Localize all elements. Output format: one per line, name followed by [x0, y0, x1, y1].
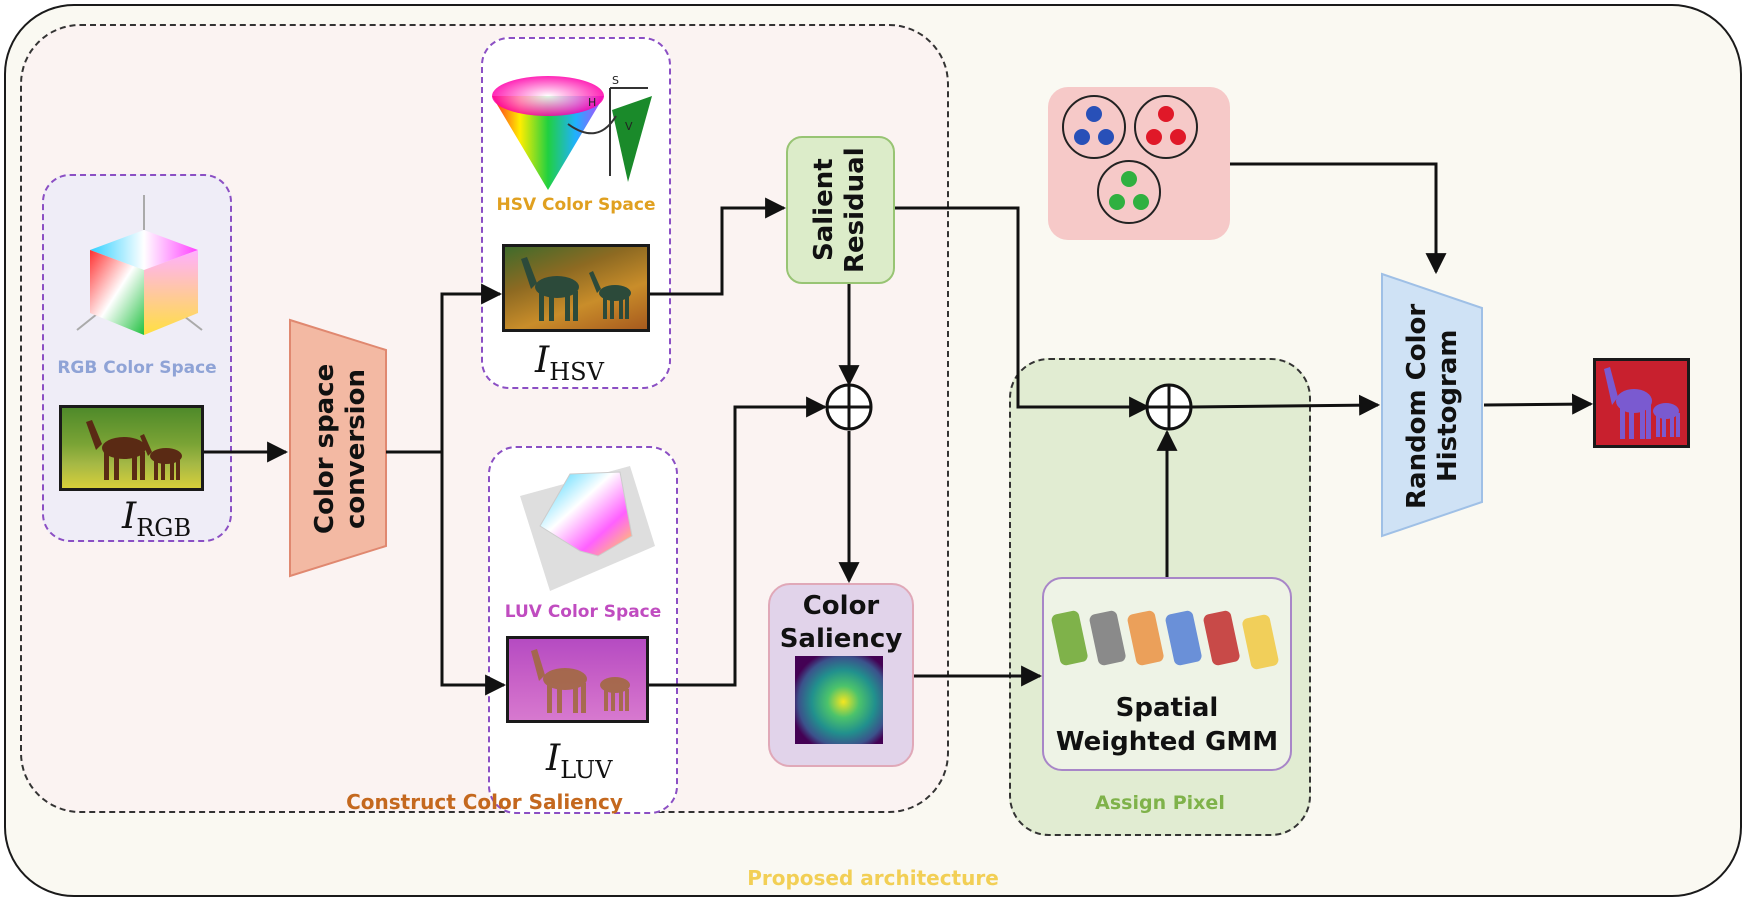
arrow-conversion-to-hsv — [386, 283, 503, 454]
spatial-weighted-gmm-block — [1042, 577, 1292, 771]
proposed-architecture-caption: Proposed architecture — [747, 866, 999, 890]
hsv-horse-image — [502, 244, 650, 332]
rgb-color-space-label: RGB Color Space — [57, 358, 217, 378]
i-hsv-sub: HSV — [549, 358, 604, 387]
saliency-heatmap-image — [795, 656, 883, 744]
i-hsv-label: IHSV — [535, 340, 604, 386]
salient-residual-block — [786, 136, 895, 284]
i-luv-label: ILUV — [546, 738, 612, 784]
arrow-conversion-to-luv — [440, 452, 507, 696]
cluster-circles-icon — [1062, 95, 1198, 224]
assign-pixel-caption: Assign Pixel — [1095, 792, 1225, 814]
color-saliency-label: Color Saliency — [779, 591, 903, 654]
arrow-sum-to-histogram — [1190, 394, 1381, 416]
luv-horse-image — [506, 636, 649, 723]
hsv-h-letter: H — [588, 96, 596, 109]
color-space-conversion-block — [289, 318, 387, 578]
i-rgb-var: I — [122, 496, 137, 537]
hsv-s-letter: S — [612, 74, 619, 87]
i-hsv-var: I — [535, 340, 550, 381]
i-luv-var: I — [546, 738, 561, 779]
rgb-horse-image — [59, 405, 204, 491]
rgb-cube-icon — [76, 195, 203, 335]
hsv-cone-icon: S H V — [492, 74, 652, 190]
i-rgb-sub: RGB — [136, 514, 192, 543]
arrow-cluster-to-histogram — [1230, 162, 1447, 275]
arrow-luv-to-sum — [649, 396, 828, 687]
luv-gamut-icon — [520, 466, 655, 591]
hsv-v-letter: V — [625, 120, 633, 133]
i-rgb-label: IRGB — [122, 496, 191, 542]
i-luv-sub: LUV — [560, 756, 613, 785]
construct-color-saliency-caption: Construct Color Saliency — [346, 790, 623, 814]
segmentation-output-image — [1593, 358, 1690, 448]
arrow-residual-to-assign-sum — [895, 206, 1151, 418]
hsv-color-space-label: HSV Color Space — [496, 195, 656, 215]
sum-node-saliency — [825, 383, 873, 431]
luv-color-space-label: LUV Color Space — [504, 602, 662, 622]
gmm-swatches-icon — [1051, 610, 1279, 670]
sum-node-assign — [1145, 383, 1193, 431]
arrow-histogram-to-output — [1483, 393, 1594, 415]
arrow-hsv-to-residual — [650, 197, 787, 296]
random-color-histogram-block — [1381, 272, 1483, 538]
spatial-weighted-gmm-label: Spatial Weighted GMM — [1055, 693, 1279, 757]
